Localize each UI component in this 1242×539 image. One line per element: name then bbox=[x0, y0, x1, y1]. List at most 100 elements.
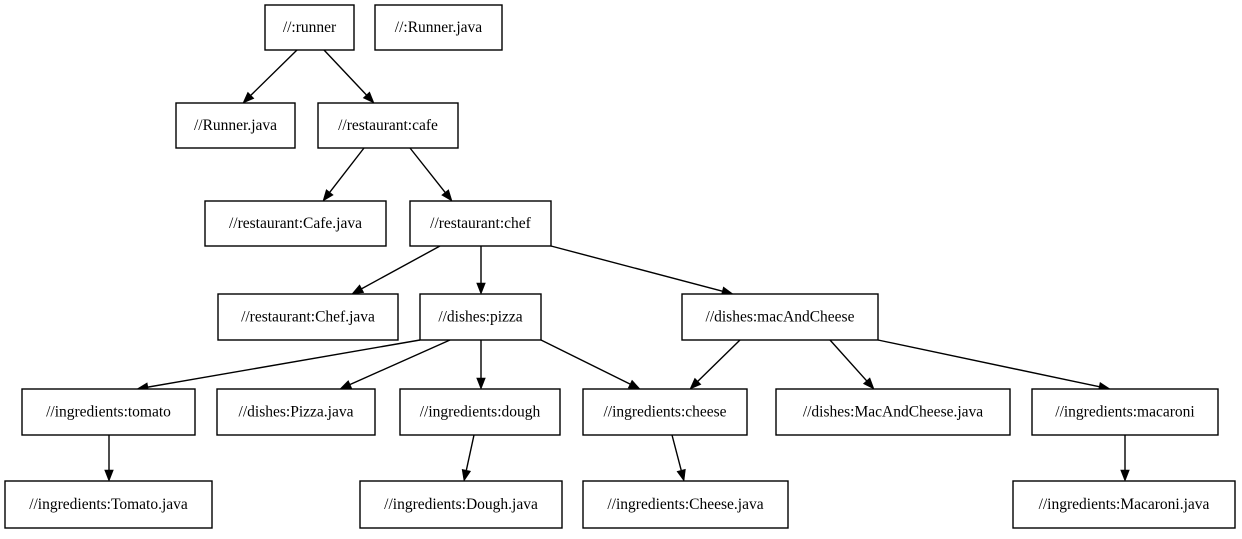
node-box[interactable] bbox=[775, 388, 1011, 436]
node-box[interactable] bbox=[419, 293, 542, 341]
edge-arrowhead-icon bbox=[441, 189, 453, 202]
node-label: //Runner.java bbox=[194, 117, 277, 134]
node-label: //ingredients:cheese bbox=[603, 404, 726, 421]
graph-edge bbox=[242, 49, 298, 104]
graph-node-runner[interactable]: //:runner bbox=[264, 4, 355, 51]
node-box[interactable] bbox=[216, 388, 376, 436]
graph-node-ingredients_dough[interactable]: //ingredients:dough bbox=[399, 388, 561, 436]
node-box[interactable] bbox=[204, 200, 387, 247]
graph-node-restaurant_cafe_java[interactable]: //restaurant:Cafe.java bbox=[204, 200, 387, 247]
edge-line bbox=[697, 339, 741, 382]
node-label: //:runner bbox=[283, 19, 337, 36]
graph-node-dishes_mac_java[interactable]: //dishes:MacAndCheese.java bbox=[775, 388, 1011, 436]
edge-arrowhead-icon bbox=[362, 91, 375, 104]
graph-node-ingredients_tomato[interactable]: //ingredients:tomato bbox=[21, 388, 196, 436]
node-label: //restaurant:cafe bbox=[338, 117, 438, 134]
node-label: //restaurant:Cafe.java bbox=[229, 215, 362, 232]
graph-edge bbox=[829, 339, 875, 390]
graph-node-runner_java_root[interactable]: //:Runner.java bbox=[374, 4, 503, 51]
node-box[interactable] bbox=[582, 480, 789, 529]
edge-arrowhead-icon bbox=[461, 468, 472, 482]
edge-line bbox=[361, 245, 441, 290]
graph-edge bbox=[476, 246, 486, 295]
edge-arrowhead-icon bbox=[689, 377, 702, 390]
node-box[interactable] bbox=[1012, 480, 1236, 529]
graph-node-runner_java[interactable]: //Runner.java bbox=[175, 102, 296, 149]
node-box[interactable] bbox=[681, 293, 879, 341]
edge-line bbox=[465, 434, 475, 471]
graph-edge bbox=[550, 245, 734, 296]
node-box[interactable] bbox=[21, 388, 196, 436]
edge-line bbox=[671, 434, 682, 471]
edge-arrowhead-icon bbox=[104, 469, 114, 482]
node-box[interactable] bbox=[317, 102, 459, 149]
edge-line bbox=[829, 339, 868, 382]
edge-arrowhead-icon bbox=[339, 380, 353, 390]
edge-arrowhead-icon bbox=[476, 377, 486, 390]
node-label: //ingredients:tomato bbox=[46, 404, 171, 421]
graph-edge bbox=[323, 49, 375, 104]
graph-node-restaurant_cafe[interactable]: //restaurant:cafe bbox=[317, 102, 459, 149]
graph-node-ingredients_cheese[interactable]: //ingredients:cheese bbox=[582, 388, 748, 436]
edge-line bbox=[349, 339, 451, 386]
node-box[interactable] bbox=[264, 4, 355, 51]
graph-node-dishes_pizza_java[interactable]: //dishes:Pizza.java bbox=[216, 388, 376, 436]
node-label: //ingredients:Tomato.java bbox=[29, 496, 188, 513]
node-box[interactable] bbox=[374, 4, 503, 51]
graph-edge bbox=[322, 147, 365, 202]
node-label: //dishes:MacAndCheese.java bbox=[803, 404, 983, 421]
graph-node-restaurant_chef_java[interactable]: //restaurant:Chef.java bbox=[217, 293, 399, 341]
node-box[interactable] bbox=[175, 102, 296, 149]
node-box[interactable] bbox=[217, 293, 399, 341]
node-label: //ingredients:Macaroni.java bbox=[1039, 496, 1210, 513]
edge-line bbox=[550, 245, 723, 292]
graph-edge bbox=[476, 340, 486, 390]
graph-edge bbox=[540, 339, 641, 390]
graph-node-cheese_java[interactable]: //ingredients:Cheese.java bbox=[582, 480, 789, 529]
node-label: //restaurant:chef bbox=[430, 215, 532, 232]
edge-arrowhead-icon bbox=[242, 91, 255, 104]
graph-edge bbox=[461, 434, 475, 482]
node-label: //dishes:macAndCheese bbox=[706, 309, 855, 326]
node-box[interactable] bbox=[399, 388, 561, 436]
node-box[interactable] bbox=[1031, 388, 1219, 436]
node-box[interactable] bbox=[4, 480, 213, 529]
graph-edge bbox=[877, 339, 1111, 392]
node-box[interactable] bbox=[359, 480, 563, 529]
nodes-layer: //:runner //:Runner.java //Runner.java //re… bbox=[4, 4, 1236, 529]
graph-node-ingredients_macaroni[interactable]: //ingredients:macaroni bbox=[1031, 388, 1219, 436]
graph-edge bbox=[671, 434, 686, 482]
graph-edge bbox=[409, 147, 453, 202]
graph-node-macaroni_java[interactable]: //ingredients:Macaroni.java bbox=[1012, 480, 1236, 529]
graph-node-dough_java[interactable]: //ingredients:Dough.java bbox=[359, 480, 563, 529]
edge-line bbox=[540, 339, 631, 385]
node-box[interactable] bbox=[409, 200, 552, 247]
graph-node-restaurant_chef[interactable]: //restaurant:chef bbox=[409, 200, 552, 247]
node-label: //:Runner.java bbox=[395, 19, 483, 36]
edge-arrowhead-icon bbox=[322, 189, 334, 202]
graph-node-dishes_pizza[interactable]: //dishes:pizza bbox=[419, 293, 542, 341]
node-label: //restaurant:Chef.java bbox=[241, 309, 375, 326]
graph-edge bbox=[351, 245, 441, 295]
edge-arrowhead-icon bbox=[627, 379, 641, 390]
graph-edge bbox=[136, 339, 421, 392]
edge-arrowhead-icon bbox=[1120, 469, 1130, 482]
edge-arrowhead-icon bbox=[676, 468, 686, 482]
graph-node-tomato_java[interactable]: //ingredients:Tomato.java bbox=[4, 480, 213, 529]
node-label: //ingredients:macaroni bbox=[1055, 404, 1195, 421]
graph-edge bbox=[689, 339, 741, 390]
edge-line bbox=[323, 49, 367, 96]
node-label: //dishes:pizza bbox=[438, 309, 522, 326]
graph-edge bbox=[339, 339, 451, 390]
graph-edge bbox=[104, 435, 114, 482]
node-label: //ingredients:Dough.java bbox=[384, 496, 538, 513]
edge-line bbox=[329, 147, 365, 193]
node-box[interactable] bbox=[582, 388, 748, 436]
graph-node-dishes_macandcheese[interactable]: //dishes:macAndCheese bbox=[681, 293, 879, 341]
edge-line bbox=[409, 147, 446, 193]
node-label: //ingredients:dough bbox=[420, 404, 541, 421]
edge-line bbox=[250, 49, 298, 96]
graph-edge bbox=[1120, 435, 1130, 482]
